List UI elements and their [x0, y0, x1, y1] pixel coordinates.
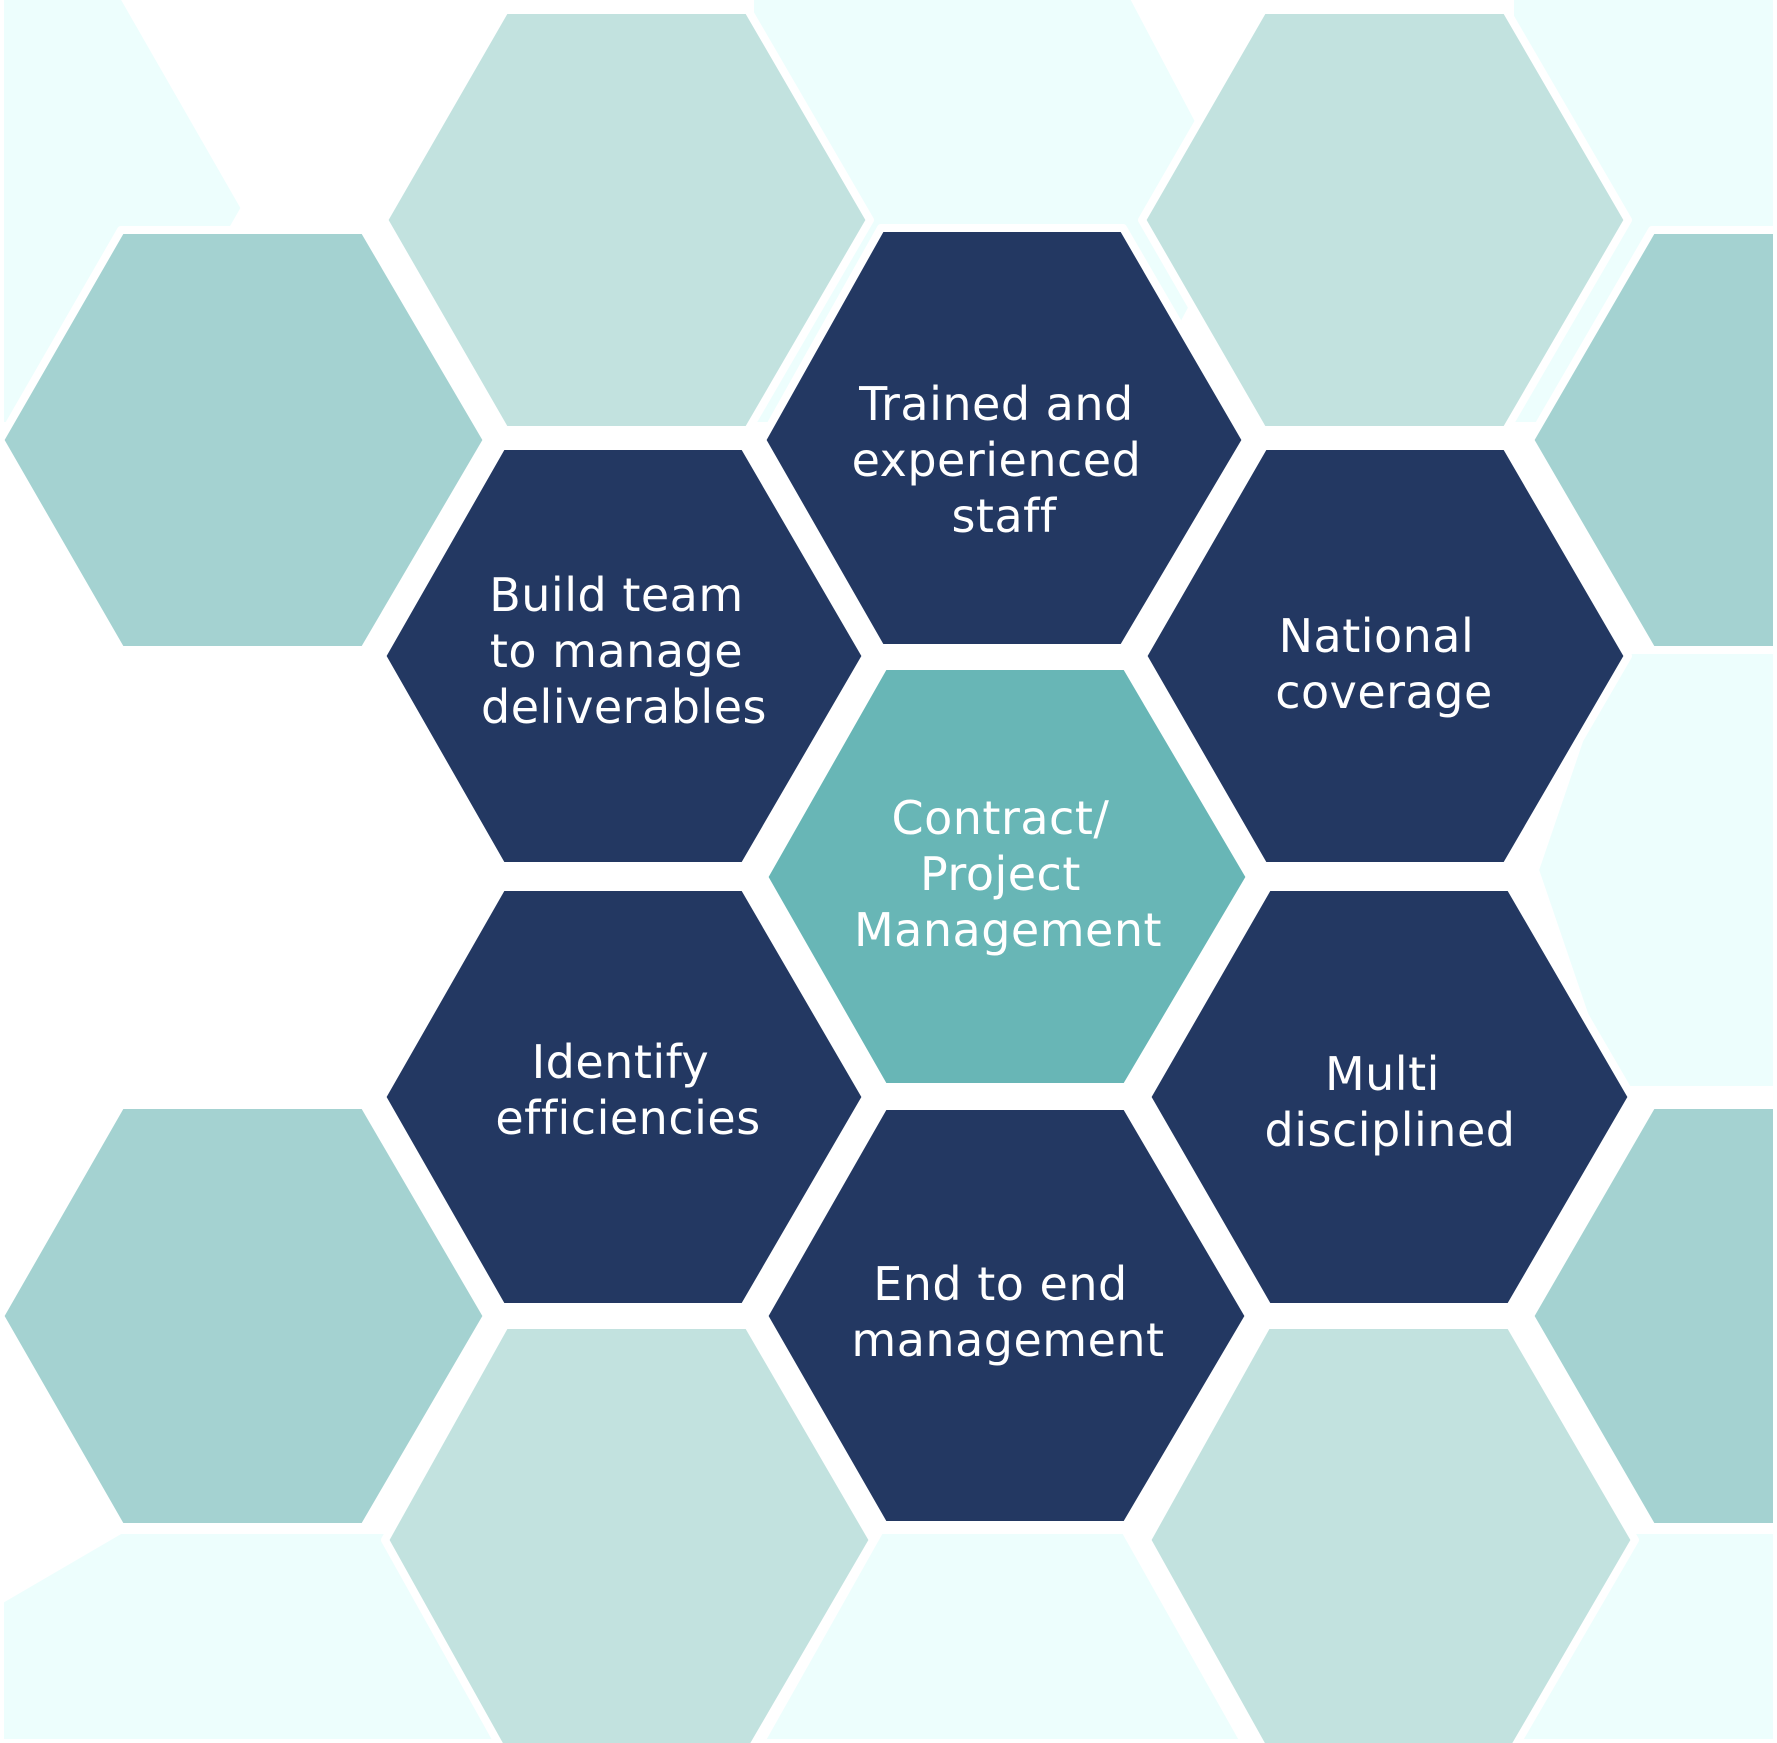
label-line: National — [1279, 609, 1475, 663]
bg-hex-light-bottom-2 — [1143, 1321, 1639, 1743]
label-line: Contract/ — [891, 791, 1109, 845]
hex-identify-efficiencies — [378, 883, 870, 1311]
label-line: Trained and — [858, 377, 1134, 431]
bg-hex-medium-left-2 — [0, 1101, 491, 1531]
label-line: Project — [920, 847, 1081, 901]
label-line: End to end — [873, 1257, 1128, 1311]
label-multi-disciplined: Multi disciplined — [1265, 1047, 1516, 1157]
label-identify-efficiencies: Identify efficiencies — [495, 1035, 760, 1145]
hex-center-contract-management — [760, 662, 1254, 1091]
label-line: Management — [854, 903, 1162, 957]
bg-hex-medium-left-1 — [0, 226, 491, 654]
bg-hex-medium-right-2 — [1526, 1101, 1777, 1531]
label-trained-staff: Trained and experienced staff — [852, 377, 1157, 543]
label-line: coverage — [1275, 665, 1493, 719]
navy-hexagons — [378, 224, 1636, 1529]
label-line: Identify — [532, 1035, 710, 1089]
label-line: management — [851, 1313, 1164, 1367]
label-line: Multi — [1325, 1047, 1440, 1101]
label-line: efficiencies — [495, 1091, 760, 1145]
label-center-contract-management: Contract/ Project Management — [854, 791, 1162, 957]
label-end-to-end: End to end management — [851, 1257, 1164, 1367]
hex-end-to-end — [760, 1102, 1253, 1529]
label-line: deliverables — [481, 680, 767, 734]
hex-build-team — [378, 442, 870, 870]
hex-labels: Trained and experienced staff Build team… — [481, 377, 1515, 1367]
hex-trained-staff — [758, 224, 1250, 652]
hex-multi-disciplined — [1143, 883, 1636, 1311]
label-national-coverage: National coverage — [1275, 609, 1493, 719]
label-line: Build team — [489, 568, 743, 622]
label-line: staff — [951, 489, 1057, 543]
label-line: experienced — [852, 433, 1142, 487]
bg-hex-medium-right-1 — [1526, 226, 1777, 654]
bg-hex-light-top-2 — [1138, 6, 1632, 434]
bg-hex-light-top-1 — [380, 6, 874, 434]
label-line: disciplined — [1265, 1103, 1516, 1157]
bg-hex-light-bottom-1 — [381, 1321, 877, 1743]
hex-national-coverage — [1139, 442, 1632, 870]
label-build-team: Build team to manage deliverables — [481, 568, 767, 734]
label-line: to manage — [490, 624, 743, 678]
